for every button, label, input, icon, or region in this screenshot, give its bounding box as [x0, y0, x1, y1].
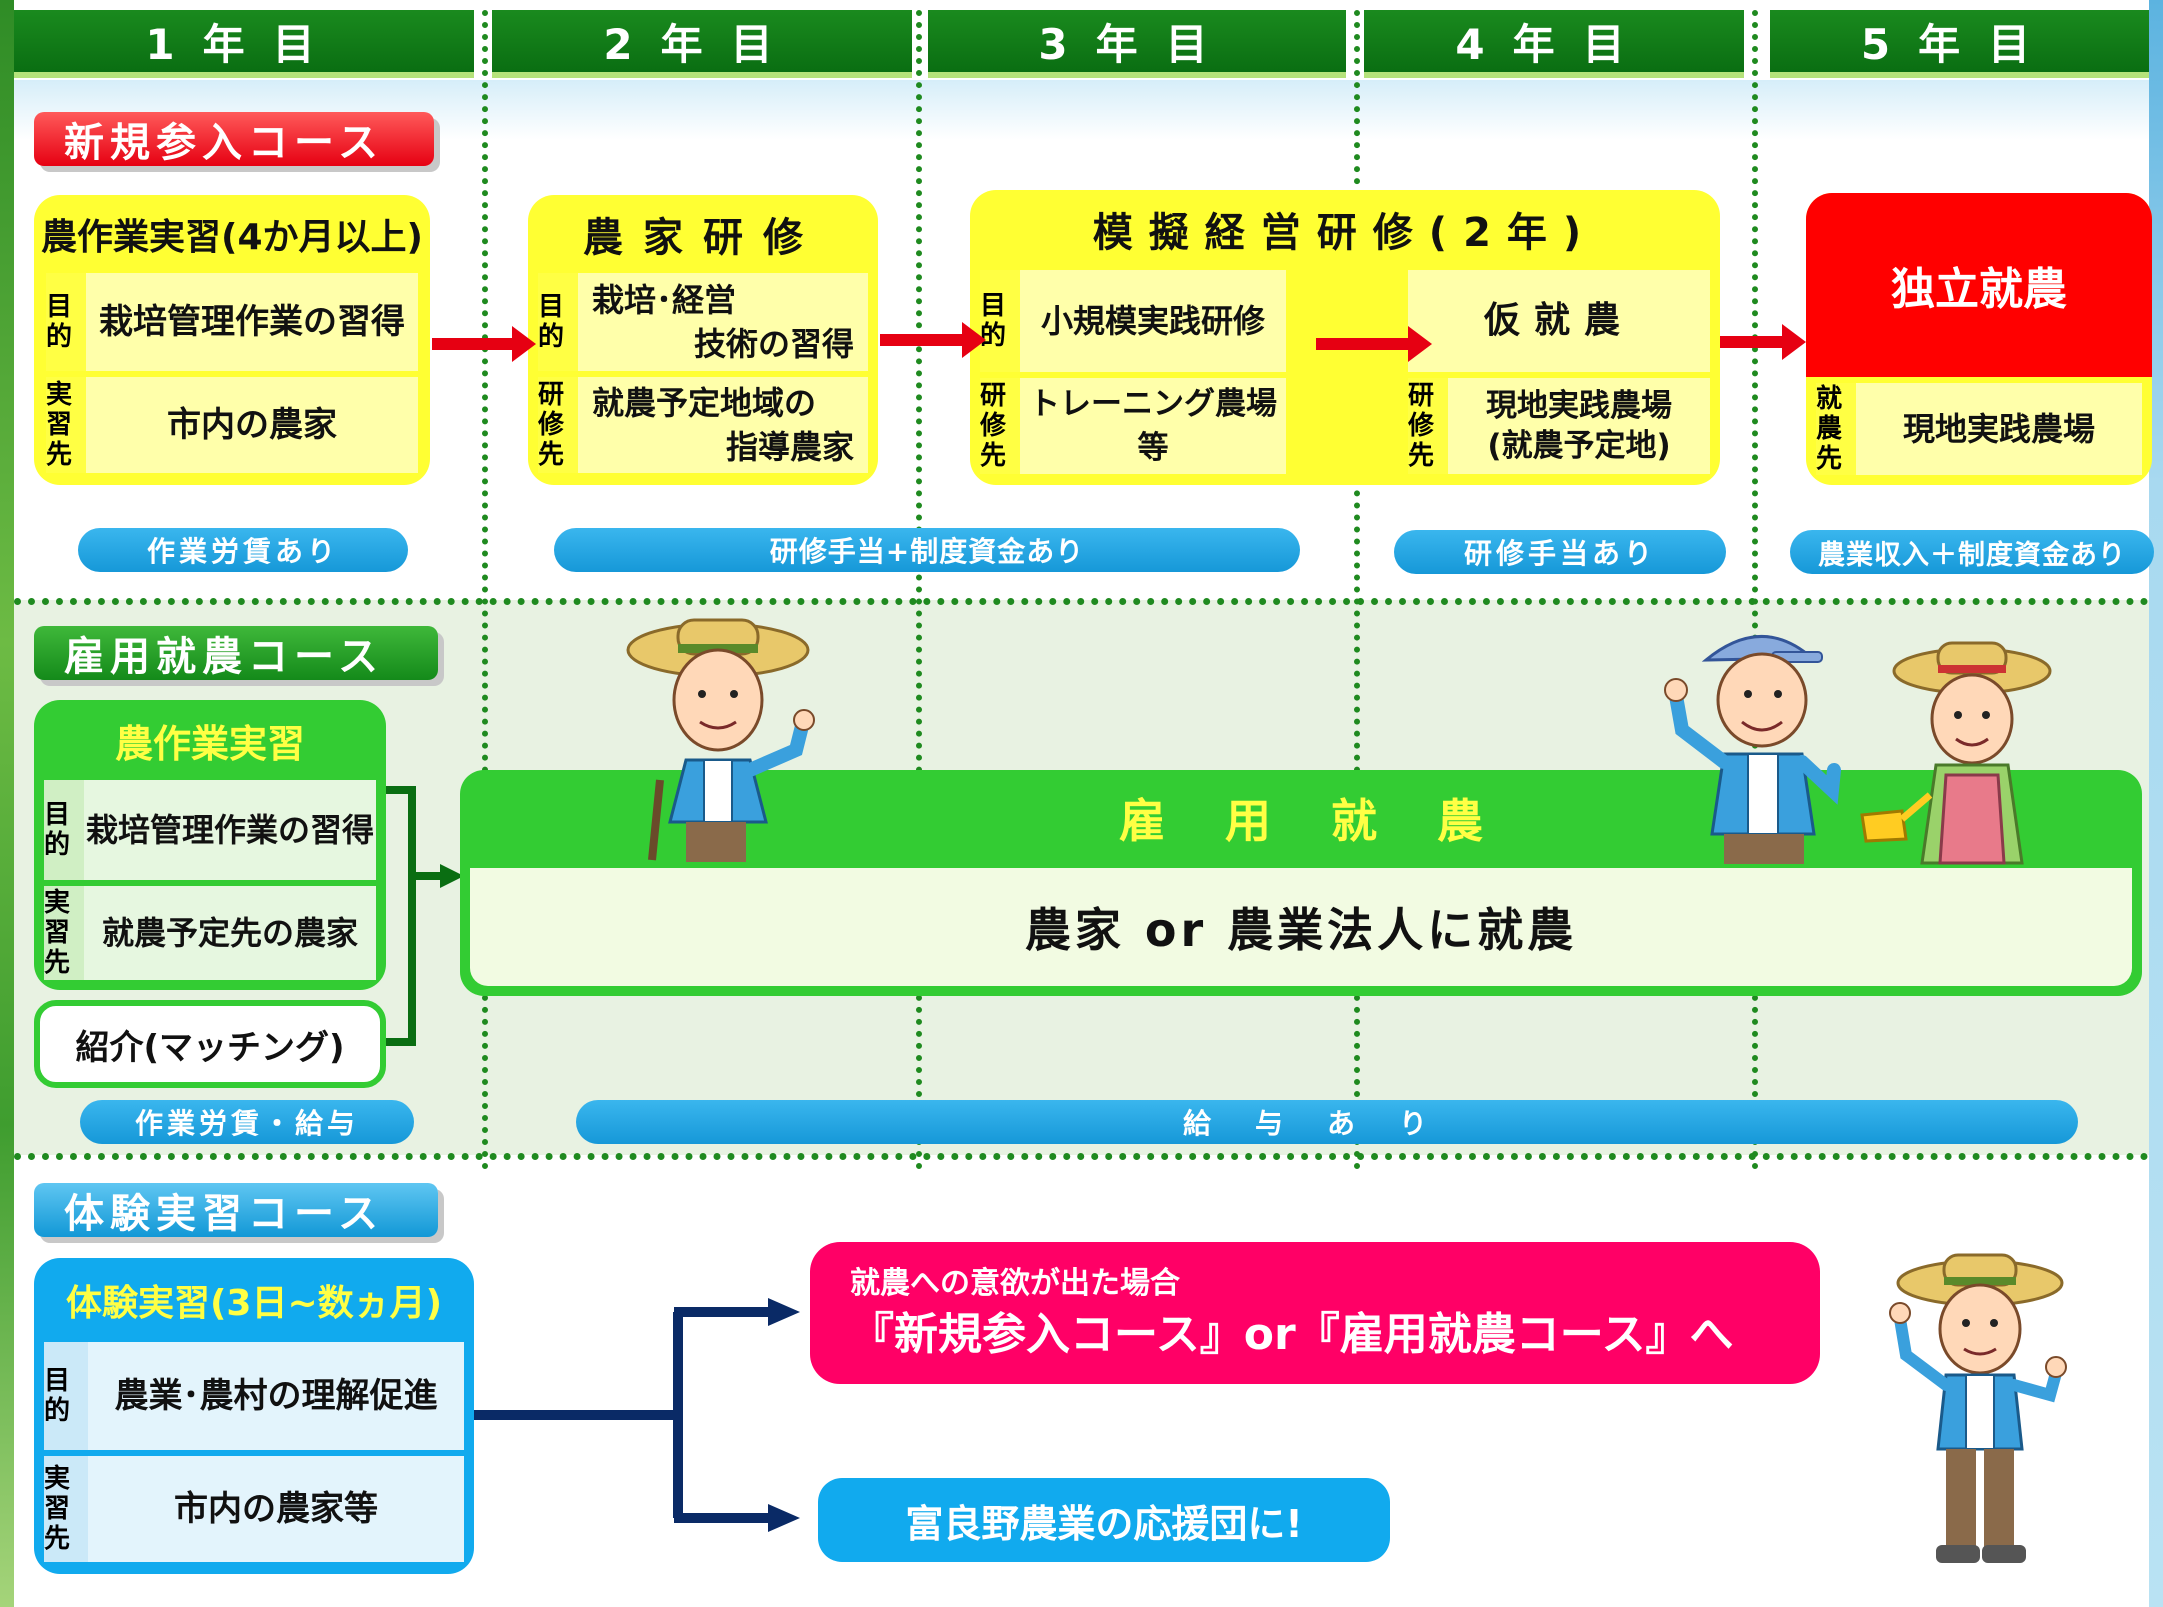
purpose-text: 小規模実践研修 [1040, 302, 1265, 340]
purpose-line: 栽培･経営 [592, 281, 737, 319]
place-line: (就農予定地) [1487, 428, 1671, 464]
arrow-right-icon [1316, 326, 1432, 362]
card-title: 農作業実習(4か月以上) [41, 217, 423, 258]
section-divider [14, 598, 2149, 605]
card-title: 農家研修 [583, 215, 823, 261]
purpose-label: 目的 [538, 273, 578, 371]
income-pill: 給与あり [576, 1100, 2078, 1144]
place-text: 就農予定先の農家 [101, 914, 358, 952]
purpose-label: 目的 [46, 273, 86, 371]
section-divider [14, 1153, 2149, 1160]
income-pill: 作業労賃あり [78, 528, 408, 572]
year-divider [916, 10, 922, 1170]
place-label: 実習先 [46, 377, 86, 473]
year-divider [482, 10, 488, 1170]
card-title: 体験実習(3日~数ヵ月) [65, 1283, 443, 1324]
income-pill: 研修手当あり [1394, 530, 1726, 574]
farmer-cheering-small-illustration [1889, 1253, 2067, 1563]
purpose-label: 目的 [44, 780, 84, 880]
outcome-big-text: 『新規参入コース』or『雇用就農コース』へ [850, 1309, 1734, 1360]
income-pill: 作業労賃・給与 [80, 1100, 414, 1144]
farmer-cheering-illustration [1664, 635, 1841, 864]
year-divider [1354, 10, 1360, 1170]
outcome-pink-box: 就農への意欲が出た場合 『新規参入コース』or『雇用就農コース』へ [810, 1242, 1820, 1384]
branch-connector [474, 1298, 800, 1532]
year-header-2: 2年目 [492, 10, 912, 78]
course-label-new-entry: 新規参入コース [34, 112, 434, 166]
employment-card-practice: 農作業実習 目的 栽培管理作業の習得 実習先 就農予定先の農家 [34, 700, 386, 990]
outcome-small-text: 就農への意欲が出た場合 [850, 1266, 1180, 1301]
year-header-3: 3年目 [928, 10, 1346, 78]
matching-box: 紹介(マッチング) [34, 1000, 386, 1088]
course-label-employment: 雇用就農コース [34, 626, 438, 680]
place-line: 就農予定地域の [592, 384, 817, 422]
purpose-line: 技術の習得 [693, 325, 854, 363]
purpose-text: 農業･農村の理解促進 [114, 1376, 438, 1416]
year-divider [1752, 10, 1758, 1170]
place-line: 現地実践農場 [1486, 388, 1672, 424]
bracket-connector [386, 786, 464, 1046]
place-label: 実習先 [44, 1456, 88, 1562]
employment-main-title: 雇用就農 [1119, 794, 1543, 848]
experience-card: 体験実習(3日~数ヵ月) 目的 農業･農村の理解促進 実習先 市内の農家等 [34, 1258, 474, 1574]
purpose-text: 栽培管理作業の習得 [99, 302, 405, 342]
year-header-4: 4年目 [1364, 10, 1744, 78]
arrow-right-icon [880, 322, 986, 358]
right-sky-border [2149, 0, 2163, 1607]
new-entry-card-farm-training: 農家研修 目的 栽培･経営 技術の習得 研修先 就農予定地域の 指導農家 [528, 195, 878, 485]
purpose-label: 目的 [44, 1342, 88, 1450]
new-entry-card-practice: 農作業実習(4か月以上) 目的 栽培管理作業の習得 実習先 市内の農家 [34, 195, 430, 485]
new-entry-card-independent: 独立就農 就農先 現地実践農場 [1806, 193, 2152, 485]
place-line: 指導農家 [725, 428, 854, 466]
purpose-label: 目的 [980, 270, 1020, 372]
new-entry-card-mock-management: 模擬経営研修(2年) 目的 小規模実践研修 研修先 トレーニング農場等 仮就農 … [970, 190, 1720, 485]
employment-main-body: 農家 or 農業法人に就農 [470, 868, 2132, 986]
outcome-blue-box: 富良野農業の応援団に! [818, 1478, 1390, 1562]
purpose-text: 栽培管理作業の習得 [85, 811, 374, 849]
year-header-5: 5年目 [1770, 10, 2149, 78]
place-text: 市内の農家等 [174, 1489, 378, 1529]
arrow-right-icon [432, 326, 536, 362]
year-header-1: 1年目 [14, 10, 474, 78]
purpose-text: 仮就農 [1483, 300, 1634, 341]
place-label: 研修先 [1408, 378, 1448, 474]
card-title: 模擬経営研修(2年) [1092, 210, 1598, 256]
card-title: 独立就農 [1806, 193, 2152, 377]
income-pill: 農業収入＋制度資金あり [1790, 530, 2154, 574]
left-grass-border [0, 0, 14, 1607]
place-label: 研修先 [538, 377, 578, 473]
place-text: 市内の農家 [167, 405, 337, 445]
employment-main-box: 雇用就農 農家 or 農業法人に就農 [460, 770, 2142, 996]
farmer-woman-watering-illustration [1860, 641, 2052, 865]
course-label-experience: 体験実習コース [34, 1183, 438, 1237]
place-label: 就農先 [1816, 383, 1856, 475]
arrow-right-icon [1720, 324, 1806, 360]
farmer-pointing-illustration [626, 618, 815, 862]
place-label: 研修先 [980, 378, 1020, 474]
place-label: 実習先 [44, 886, 84, 980]
place-text: 現地実践農場 [1902, 410, 2095, 448]
place-text: トレーニング農場等 [1029, 386, 1277, 466]
card-title: 農作業実習 [114, 721, 305, 766]
income-pill: 研修手当+制度資金あり [554, 528, 1300, 572]
